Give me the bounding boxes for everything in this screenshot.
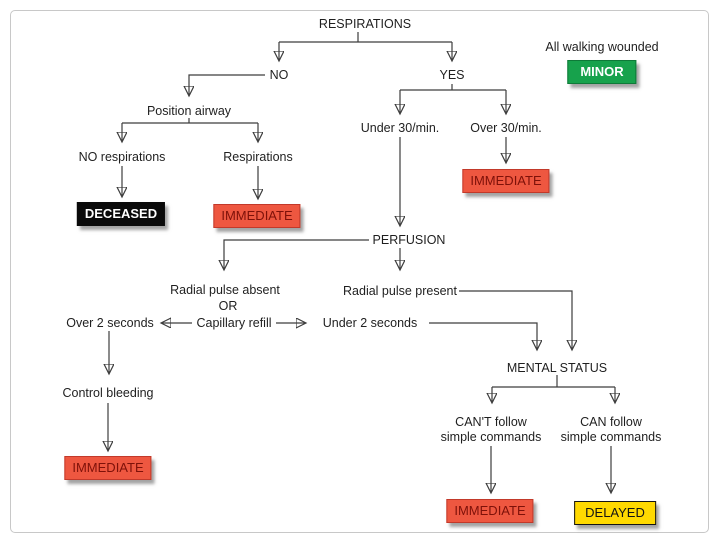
node-under-30: Under 30/min. bbox=[360, 121, 440, 135]
node-control-bleeding: Control bleeding bbox=[62, 386, 154, 400]
node-cant-follow: CAN'T follow simple commands bbox=[440, 415, 542, 444]
node-mental-status: MENTAL STATUS bbox=[506, 361, 608, 375]
node-or: OR bbox=[218, 299, 238, 313]
node-position-airway: Position airway bbox=[146, 104, 232, 118]
badge-immediate-respiration: IMMEDIATE bbox=[462, 169, 550, 193]
node-radial-pulse-present: Radial pulse present bbox=[343, 284, 457, 298]
badge-minor: MINOR bbox=[567, 60, 637, 84]
node-perfusion: PERFUSION bbox=[372, 233, 446, 247]
badge-immediate-perfusion: IMMEDIATE bbox=[64, 456, 152, 480]
node-radial-pulse-absent: Radial pulse absent bbox=[170, 283, 280, 297]
node-yes: YES bbox=[439, 68, 465, 82]
node-capillary-refill: Capillary refill bbox=[196, 316, 272, 330]
node-respirations-present: Respirations bbox=[223, 150, 293, 164]
badge-immediate-airway: IMMEDIATE bbox=[213, 204, 301, 228]
node-over-30: Over 30/min. bbox=[470, 121, 542, 135]
node-all-walking-wounded: All walking wounded bbox=[545, 40, 659, 54]
node-can-follow: CAN follow simple commands bbox=[560, 415, 662, 444]
node-respirations: RESPIRATIONS bbox=[318, 17, 412, 31]
slide-border bbox=[10, 10, 709, 533]
node-over-2-seconds: Over 2 seconds bbox=[66, 316, 154, 330]
node-under-2-seconds: Under 2 seconds bbox=[322, 316, 418, 330]
node-no-respirations: NO respirations bbox=[78, 150, 166, 164]
badge-deceased: DECEASED bbox=[76, 202, 166, 226]
badge-immediate-mental: IMMEDIATE bbox=[446, 499, 534, 523]
node-no: NO bbox=[269, 68, 289, 82]
badge-delayed: DELAYED bbox=[574, 501, 656, 525]
